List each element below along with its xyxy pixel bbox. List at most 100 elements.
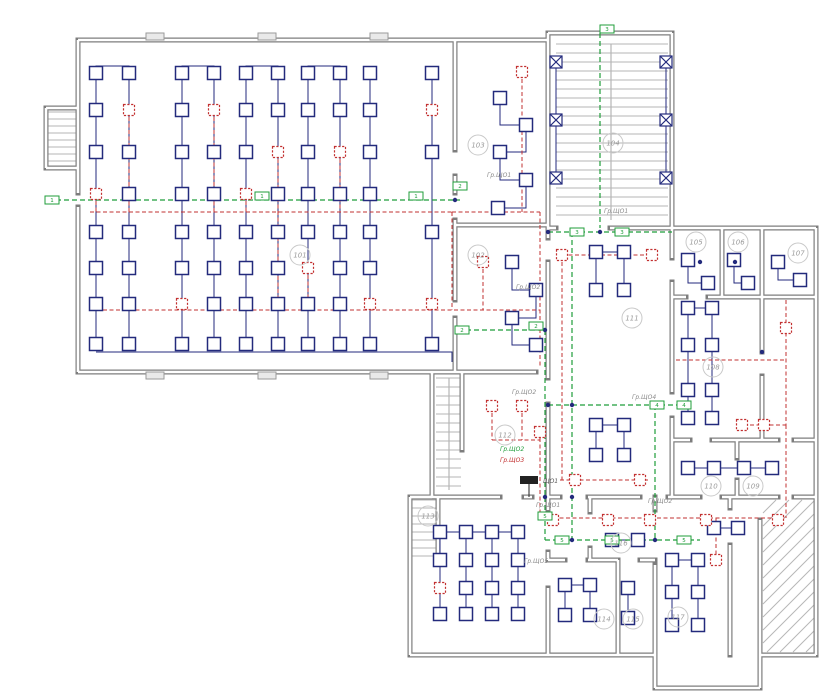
room-label: 107 <box>791 250 805 258</box>
light-fixture <box>362 65 378 81</box>
junction-dot <box>545 229 551 235</box>
stair-diagonal <box>762 591 815 644</box>
circuit-tag-label: 2 <box>458 184 462 190</box>
stair-diagonal <box>779 617 815 653</box>
stair-diagonal <box>762 499 777 514</box>
light-fixture <box>726 252 742 268</box>
light-fixture <box>121 65 137 81</box>
light-fixture <box>300 102 316 118</box>
junction-dot <box>597 229 603 235</box>
circuit-tag <box>554 535 570 545</box>
panel-box <box>520 476 538 484</box>
light-fixture <box>620 610 636 626</box>
light-fixture <box>174 336 190 352</box>
room-label-circle <box>610 532 632 554</box>
light-fixture <box>432 552 448 568</box>
circuit-tag-label: 4 <box>682 403 686 409</box>
light-fixture <box>518 172 534 188</box>
stair-diagonal <box>762 578 815 631</box>
room-label-circle <box>417 505 439 527</box>
junction-dot <box>542 494 548 500</box>
wall-light-cross-icon <box>659 171 673 185</box>
stair-diagonal <box>792 630 815 653</box>
switch-fixture <box>476 255 490 269</box>
light-fixture <box>121 186 137 202</box>
light-fixture <box>458 524 474 540</box>
light-fixture <box>740 275 756 291</box>
circuit-tag <box>676 535 692 545</box>
light-fixture <box>484 606 500 622</box>
light-fixture <box>588 447 604 463</box>
annotation-text: Гр.ЩО5 <box>524 558 548 565</box>
light-fixture <box>424 144 440 160</box>
light-fixture <box>424 336 440 352</box>
light-fixture <box>300 186 316 202</box>
light-fixture <box>332 296 348 312</box>
light-fixture <box>332 260 348 276</box>
room-label: 113 <box>421 513 434 521</box>
light-fixture <box>88 336 104 352</box>
wall-light-cross-icon <box>659 113 673 127</box>
wall-light-cross-icon <box>549 55 563 69</box>
light-fixture <box>121 144 137 160</box>
light-fixture <box>582 577 598 593</box>
light-fixture <box>704 300 720 316</box>
switch-fixture <box>757 418 771 432</box>
annotation-text: Гр.ЩО1 <box>604 208 628 215</box>
light-fixture <box>362 224 378 240</box>
room-label-circle <box>593 608 615 630</box>
light-fixture <box>680 460 696 476</box>
light-fixture <box>680 410 696 426</box>
light-fixture <box>510 580 526 596</box>
junction-dot <box>569 494 575 500</box>
annotation-text: Гр.ЩО1 <box>487 172 511 179</box>
junction-dot <box>452 197 458 203</box>
annotation-text: Гр.ЩО1 <box>536 502 560 509</box>
circuit-tag <box>254 191 270 201</box>
light-fixture <box>300 144 316 160</box>
light-fixture <box>690 584 706 600</box>
circuit-tag <box>649 400 665 410</box>
light-fixture <box>736 460 752 476</box>
light-fixture <box>588 244 604 260</box>
stair-diagonal <box>762 499 790 527</box>
light-fixture <box>270 102 286 118</box>
junction-dot <box>542 327 548 333</box>
circuit-tag-label: 5 <box>560 538 564 544</box>
circuit-tag <box>614 227 630 237</box>
circuit-tag-label: 3 <box>620 230 624 236</box>
room-label: 114 <box>597 616 610 624</box>
switch-fixture <box>207 103 221 117</box>
switch-fixture <box>239 187 253 201</box>
light-fixture <box>270 296 286 312</box>
light-fixture <box>121 224 137 240</box>
light-fixture <box>121 296 137 312</box>
light-fixture <box>510 606 526 622</box>
light-fixture <box>458 552 474 568</box>
light-fixture <box>680 382 696 398</box>
light-fixture <box>238 336 254 352</box>
light-fixture <box>270 260 286 276</box>
room-label-circle <box>787 242 809 264</box>
circuit-tag <box>452 181 468 191</box>
switch-fixture <box>601 513 615 527</box>
light-fixture <box>704 410 720 426</box>
switch-fixture <box>555 248 569 262</box>
light-fixture <box>690 552 706 568</box>
circuit-tag-label: 1 <box>50 198 54 204</box>
circuit-tag <box>408 191 424 201</box>
stair-diagonal <box>762 513 815 566</box>
switch-fixture <box>533 425 547 439</box>
light-fixture <box>174 144 190 160</box>
light-fixture <box>518 117 534 133</box>
wall-pilaster <box>257 32 277 41</box>
stair-diagonal <box>762 565 815 618</box>
room-label: 105 <box>689 239 703 247</box>
room-label: 104 <box>606 140 619 148</box>
circuit-tag-label: 2 <box>460 328 464 334</box>
light-fixture <box>238 144 254 160</box>
light-fixture <box>121 336 137 352</box>
light-fixture <box>490 200 506 216</box>
annotation-text: Гр.ЩО2 <box>512 389 536 396</box>
light-fixture <box>588 282 604 298</box>
